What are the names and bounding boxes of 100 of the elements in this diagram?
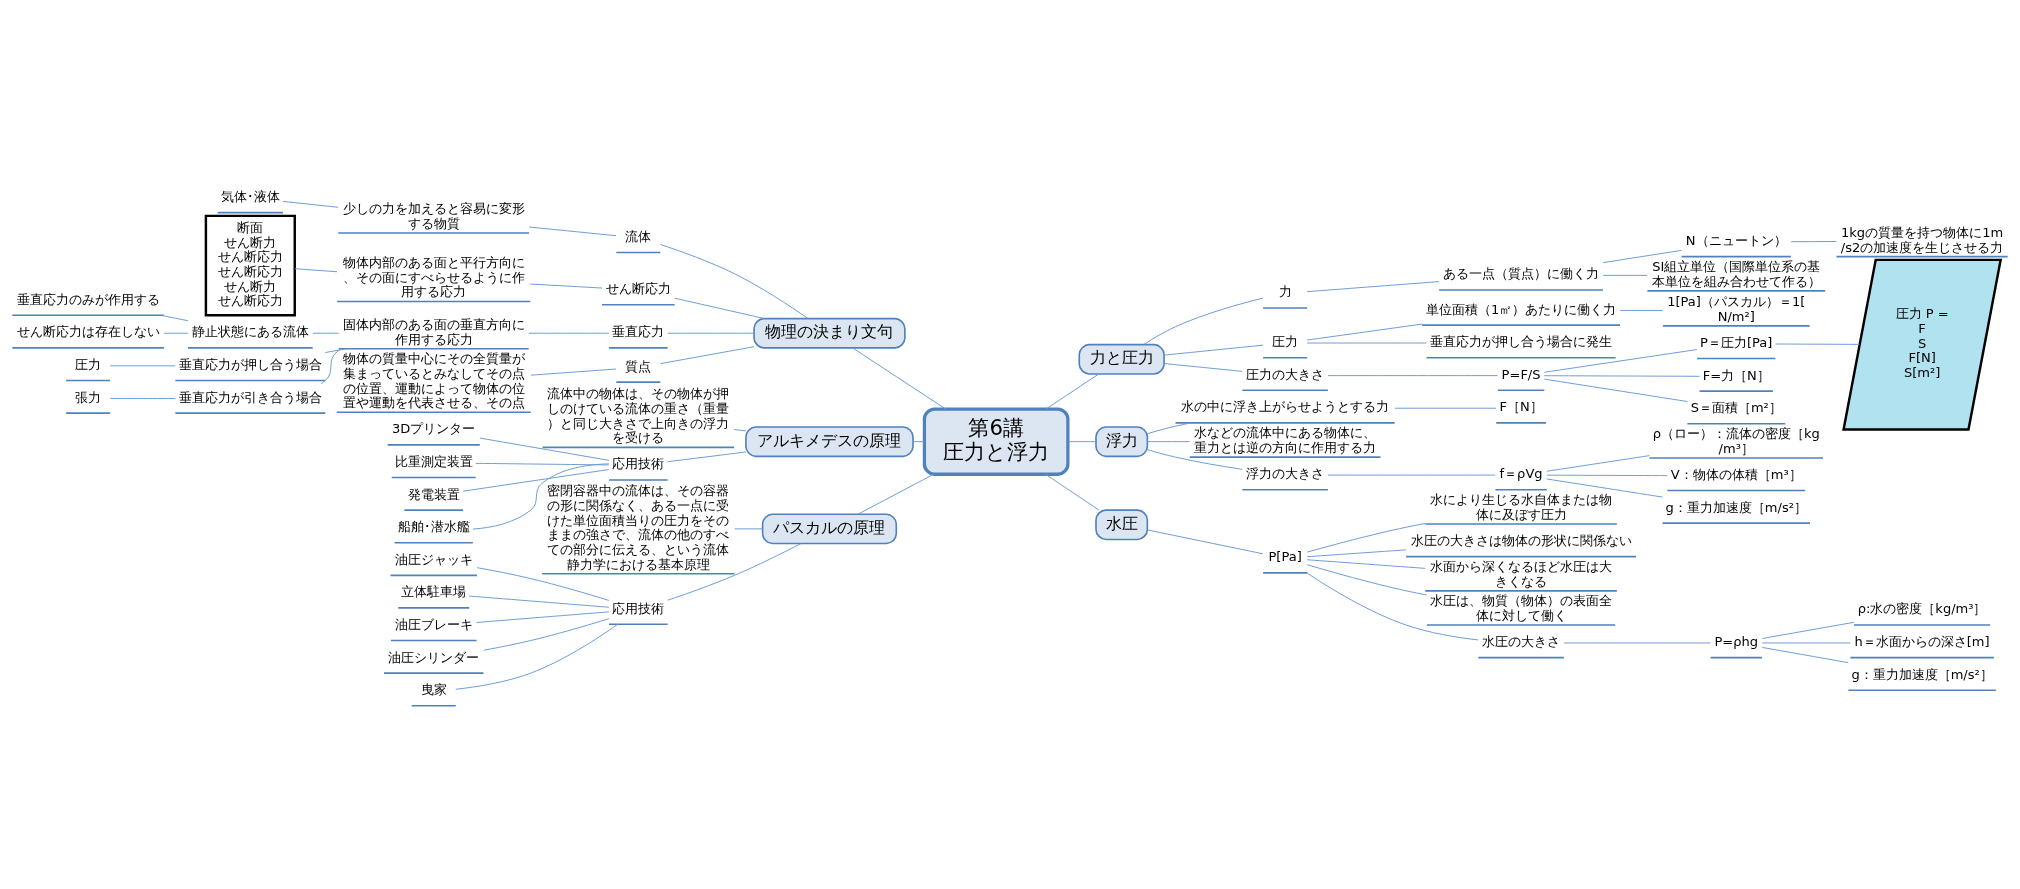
connector [1146, 422, 1192, 435]
connector [1146, 441, 1191, 443]
connector [528, 226, 617, 237]
connector [1306, 564, 1428, 596]
connector [1546, 478, 1663, 498]
node-text: 1[Pa]（パスカル）＝1[N/m²] [1667, 294, 1806, 324]
node-text: 垂直応力が押し合う場合に発生 [1430, 334, 1613, 350]
connector [1546, 455, 1650, 472]
node-text: 水により生じる水自体または物体に及ぼす圧力 [1430, 492, 1613, 522]
connector [674, 297, 765, 319]
connector [1306, 559, 1426, 569]
connector [468, 595, 610, 608]
node-text: 物体内部のある面と平行方向に、その面にすべらせるように作用する応力 [342, 255, 525, 300]
connector [1543, 375, 1700, 377]
node-text: 立体駐車場 [401, 584, 467, 600]
node-text: h＝水面からの深さ[m] [1854, 634, 1990, 650]
connector [1619, 309, 1664, 311]
connector [660, 346, 755, 365]
connector [1163, 363, 1243, 372]
connector [1761, 646, 1849, 664]
connector [282, 200, 339, 208]
node-box: パスカルの原理 [761, 513, 898, 545]
connector [1045, 473, 1100, 511]
node-text: 固体内部のある面の垂直方向に作用する応力 [342, 317, 525, 347]
connector [1602, 274, 1648, 276]
node-text: 3Dプリンター [392, 421, 476, 437]
connector [1146, 449, 1243, 470]
node-text: 流体 [625, 228, 652, 244]
connector [667, 543, 802, 601]
connector [476, 611, 610, 623]
node-text: 水圧は、物質（物体）の表面全体に対して働く [1430, 593, 1613, 623]
connector [476, 567, 610, 601]
connector [320, 348, 342, 385]
node-text: g：重力加速度［m/s²］ [1665, 499, 1807, 515]
node-text: 水面から深くなるほど水圧は大きくなる [1430, 559, 1613, 589]
connector [667, 451, 747, 463]
node-text: 張力 [75, 389, 102, 405]
node-text: 圧力 [75, 356, 102, 372]
connector [472, 463, 610, 530]
node-text: 油圧シリンダー [388, 649, 480, 665]
connector [530, 368, 617, 376]
node-text: 圧力 [1272, 334, 1299, 350]
node-text: 水圧の大きさ [1482, 634, 1561, 650]
connector [1761, 621, 1855, 639]
node-text: 1kgの質量を持つ物体に1m/s2の加速度を生じさせる力 [1840, 224, 2004, 255]
connector [1143, 297, 1264, 346]
node-text: 比重測定装置 [394, 453, 473, 469]
connector [1306, 522, 1426, 553]
connector [1067, 441, 1097, 443]
connector [734, 528, 763, 530]
connector [528, 332, 610, 334]
node-text: 油圧ジャッキ [394, 551, 473, 567]
node-text: F=力［N］ [1702, 367, 1770, 383]
node-text: 垂直応力が引き合う場合 [178, 389, 322, 405]
connector [109, 397, 176, 399]
connector [1563, 642, 1711, 644]
connector [1790, 241, 1837, 243]
connector [160, 314, 189, 322]
node-box: 第6講 圧力と浮力 [922, 407, 1070, 476]
node-box: 物理の決まり文句 [753, 317, 906, 349]
node-box: 浮力 [1095, 426, 1149, 458]
node-text: 質点 [625, 358, 652, 374]
node-text: 浮力の大きさ [1246, 466, 1325, 482]
connector [1774, 343, 1860, 345]
node-text: 流体中の物体は、その物体が押しのけている流体の重さ（重量）と同じ大きさで上向きの浮力を受ける [547, 386, 730, 446]
node-text: せん断応力は存在しない [16, 324, 160, 340]
connector [1306, 572, 1479, 641]
connector [1146, 529, 1264, 555]
connector [1327, 474, 1496, 476]
connector [455, 623, 619, 690]
node-text: SI組立単位（国際単位系の基本単位を組み合わせて作る） [1651, 259, 1821, 289]
node-text: f＝ρVg [1499, 466, 1543, 482]
connector [462, 469, 610, 492]
node-text: ρ（ロー）：流体の密度［kg/m³］ [1652, 426, 1820, 456]
node-text: 船舶･潜水艦 [397, 519, 470, 535]
connector [483, 618, 610, 651]
connector [1306, 549, 1407, 558]
node-text: P=ρhg [1714, 634, 1759, 650]
node-text: ある一点（質点）に働く力 [1443, 266, 1600, 282]
node-text: V：物体の体積［m³］ [1670, 466, 1802, 482]
connector [1306, 323, 1423, 341]
node-text: 物体の質量中心にその全質量が集まっているとみなしてその点の位置、運動によって物体の位置や運動を代表させる、その点 [342, 351, 525, 411]
node-text: 単位面積（1㎡）あたりに働く力 [1425, 301, 1617, 317]
node-box: 断面 せん断力 せん断応力 せん断応力 せん断力 せん断応力 [204, 214, 296, 317]
node-text: g：重力加速度［m/s²］ [1851, 666, 1993, 682]
connector [1306, 281, 1440, 293]
node-text: 水の中に浮き上がらせようとする力 [1181, 399, 1390, 415]
node-text: 力 [1278, 284, 1292, 300]
node-text: 垂直応力 [612, 324, 665, 340]
connector [1163, 344, 1264, 356]
node-text: 発電装置 [407, 486, 460, 502]
node-text: 垂直応力が押し合う場合 [178, 356, 322, 372]
connector [312, 332, 340, 334]
node-text: 応用技術 [612, 600, 665, 616]
node-text: 静止状態にある流体 [191, 324, 309, 340]
node-text: 圧力の大きさ [1246, 366, 1325, 382]
node-text: 水などの流体中にある物体に、重力とは逆の方向に作用する力 [1194, 425, 1377, 456]
node-text: 垂直応力のみが作用する [16, 291, 160, 307]
node-text: S＝面積［m²］ [1690, 400, 1782, 416]
node-text: P=F/S [1501, 366, 1541, 382]
